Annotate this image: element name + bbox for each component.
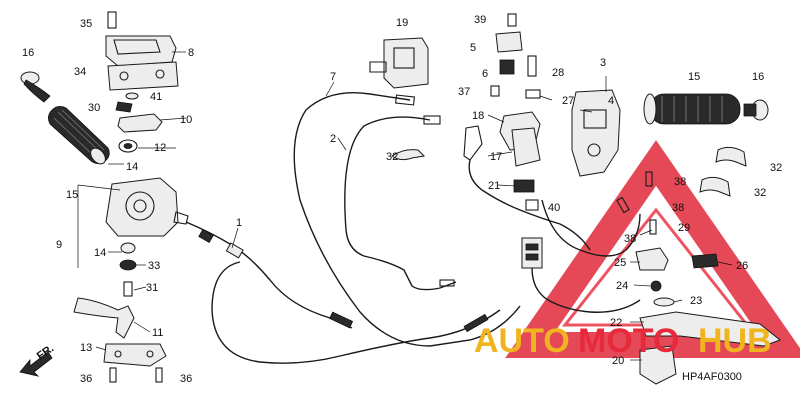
callout-10: 10 xyxy=(180,114,192,126)
left-end-weight xyxy=(20,71,51,103)
right-grip-group xyxy=(643,93,769,125)
callout-32-center: 32 xyxy=(386,151,398,163)
choke-cable xyxy=(293,92,521,347)
callout-9: 9 xyxy=(56,239,62,251)
callout-20: 20 xyxy=(612,355,624,367)
callout-15-right: 15 xyxy=(688,71,700,83)
clutch-cable xyxy=(344,116,457,291)
right-grip xyxy=(649,93,741,125)
callout-4: 4 xyxy=(608,95,614,107)
callout-17: 17 xyxy=(490,151,502,163)
clutch-lever-assembly xyxy=(616,171,781,385)
watermark-text: AUTO MOTO HUB xyxy=(474,322,772,360)
callout-36-right: 36 xyxy=(180,373,192,385)
callout-3: 3 xyxy=(600,57,606,69)
callout-28: 28 xyxy=(552,67,564,79)
throttle-housing-cover xyxy=(105,11,179,91)
callout-33: 33 xyxy=(148,260,160,272)
callout-21: 21 xyxy=(488,180,500,192)
throttle-housing-body xyxy=(105,177,189,271)
callout-35: 35 xyxy=(80,18,92,30)
relay-bracket xyxy=(369,37,429,89)
callout-22: 22 xyxy=(610,317,622,329)
callout-24: 24 xyxy=(616,280,628,292)
callout-26: 26 xyxy=(736,260,748,272)
callout-13: 13 xyxy=(80,342,92,354)
callout-32-right-top: 32 xyxy=(770,162,782,174)
callout-14-bottom: 14 xyxy=(94,247,106,259)
callout-36-left: 36 xyxy=(80,373,92,385)
callout-5: 5 xyxy=(470,42,476,54)
callout-40: 40 xyxy=(548,202,560,214)
callout-25: 25 xyxy=(614,257,626,269)
cables xyxy=(185,92,521,364)
callout-41: 41 xyxy=(150,91,162,103)
callout-31: 31 xyxy=(146,282,158,294)
callout-18: 18 xyxy=(472,110,484,122)
wire-harness xyxy=(521,199,641,313)
callout-15-left: 15 xyxy=(66,189,78,201)
front-direction-arrow: FR. xyxy=(19,342,56,377)
callout-11: 11 xyxy=(152,327,163,339)
throttle-hardware xyxy=(115,92,163,153)
relay-parts xyxy=(490,13,541,99)
callout-6: 6 xyxy=(482,68,488,80)
throttle-cable xyxy=(185,221,353,329)
callouts: 35 8 16 34 41 30 10 12 14 15 9 14 33 31 … xyxy=(22,14,782,385)
left-grip-group xyxy=(20,71,110,165)
callout-16-right: 16 xyxy=(752,71,764,83)
callout-1: 1 xyxy=(236,217,242,229)
callout-23: 23 xyxy=(690,295,702,307)
right-end-weight xyxy=(743,99,769,121)
handlebar-switch-left xyxy=(463,111,591,251)
callout-8: 8 xyxy=(188,47,194,59)
callout-7: 7 xyxy=(330,71,336,83)
callout-19: 19 xyxy=(396,17,408,29)
callout-38-a: 38 xyxy=(674,176,686,188)
watermark-word-moto: MOTO xyxy=(578,322,679,360)
leader-lines xyxy=(77,51,733,361)
cable-clips xyxy=(391,146,747,197)
callout-14-top: 14 xyxy=(126,161,138,173)
left-grip xyxy=(48,106,110,165)
callout-2: 2 xyxy=(330,133,336,145)
callout-16-left: 16 xyxy=(22,47,34,59)
callout-29: 29 xyxy=(678,222,690,234)
callout-38-c: 38 xyxy=(624,233,636,245)
callout-12: 12 xyxy=(154,142,166,154)
handlebar-switch-right xyxy=(571,89,621,177)
callout-32-right-bottom: 32 xyxy=(754,187,766,199)
callout-34: 34 xyxy=(74,66,86,78)
throttle-lever-assembly xyxy=(73,281,167,383)
watermark-word-auto: AUTO xyxy=(474,322,570,360)
diagram-code: HP4AF0300 xyxy=(682,371,742,383)
callout-30: 30 xyxy=(88,102,100,114)
callout-37: 37 xyxy=(458,86,470,98)
callout-38-b: 38 xyxy=(672,202,684,214)
callout-27: 27 xyxy=(562,95,574,107)
watermark-word-hub: HUB xyxy=(698,322,772,360)
callout-39: 39 xyxy=(474,14,486,26)
